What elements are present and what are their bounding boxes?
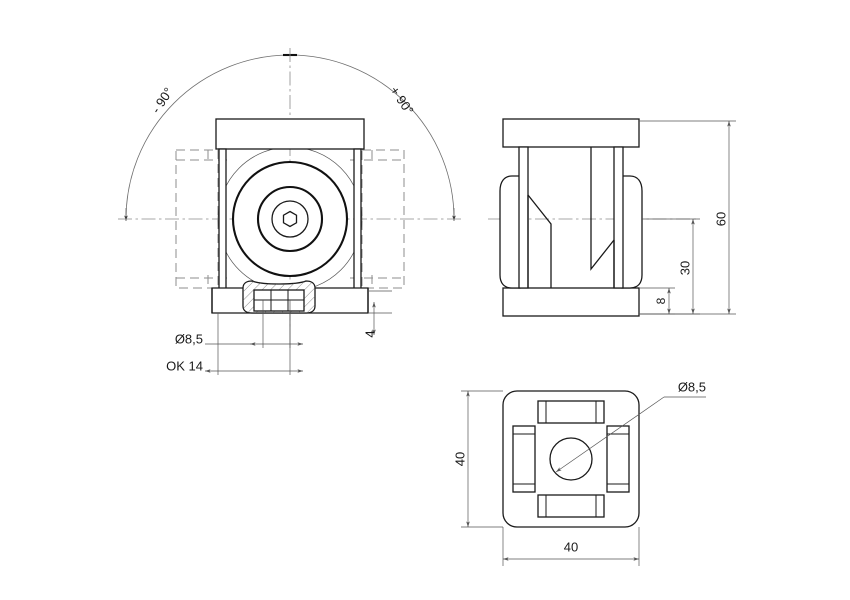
side-dim-base: 8 — [639, 287, 675, 315]
bottom-slot-top-body — [537, 400, 605, 424]
side-top-cap — [502, 118, 640, 148]
bottom-slot-bottom — [537, 494, 605, 518]
bottom-view: Ø8,5 40 40 — [452, 379, 706, 566]
side-left-rounded-body — [499, 147, 521, 289]
front-dim-hole-label: Ø8,5 — [175, 331, 203, 346]
bottom-slot-left-body — [512, 425, 536, 493]
front-dim-thickness: 4 — [362, 290, 392, 338]
bottom-dim-depth: 40 — [452, 390, 503, 528]
bottom-slot-right — [606, 425, 630, 493]
front-arm-left — [218, 148, 227, 292]
bottom-dim-width: 40 — [502, 527, 640, 566]
bottom-slot-top — [537, 400, 605, 424]
bottom-slot-bottom-body — [537, 494, 605, 518]
front-dim-wrench-label: OK 14 — [166, 358, 203, 373]
bottom-center-hole — [549, 437, 593, 481]
side-dim-center-label: 30 — [677, 261, 692, 275]
side-dim-center: 30 — [639, 218, 700, 315]
front-arm-right — [353, 148, 362, 292]
side-right-rounded-body — [621, 147, 643, 289]
front-dim-thickness-label: 4 — [362, 330, 377, 337]
angle-label-left: - 90° — [148, 85, 176, 116]
front-pivot-boss — [231, 160, 349, 278]
side-chamfer-right — [590, 147, 615, 271]
bottom-slot-right-body — [606, 425, 630, 493]
front-view: - 90° + 90° Ø8,5 OK 14 — [118, 48, 462, 375]
side-view: 60 30 8 — [488, 118, 736, 317]
bottom-dim-depth-label: 40 — [452, 452, 467, 466]
side-rib-right — [613, 146, 624, 289]
bottom-hole-leader — [555, 396, 706, 473]
front-base-insert — [242, 280, 316, 314]
front-dim-wrench: OK 14 — [166, 313, 303, 375]
hex-socket-icon — [282, 210, 298, 228]
bottom-dim-width-label: 40 — [564, 539, 578, 554]
bottom-dim-hole-label: Ø8,5 — [678, 379, 706, 394]
side-dim-base-label: 8 — [654, 297, 668, 304]
front-top-plate — [215, 118, 365, 150]
side-dim-overall-label: 60 — [713, 212, 728, 226]
side-base-plate — [502, 287, 640, 317]
side-chamfer-left — [527, 194, 552, 288]
side-rib-left — [518, 146, 529, 289]
angle-label-right: + 90° — [387, 83, 417, 117]
side-dim-overall: 60 — [639, 120, 736, 315]
bottom-slot-left — [512, 425, 536, 493]
